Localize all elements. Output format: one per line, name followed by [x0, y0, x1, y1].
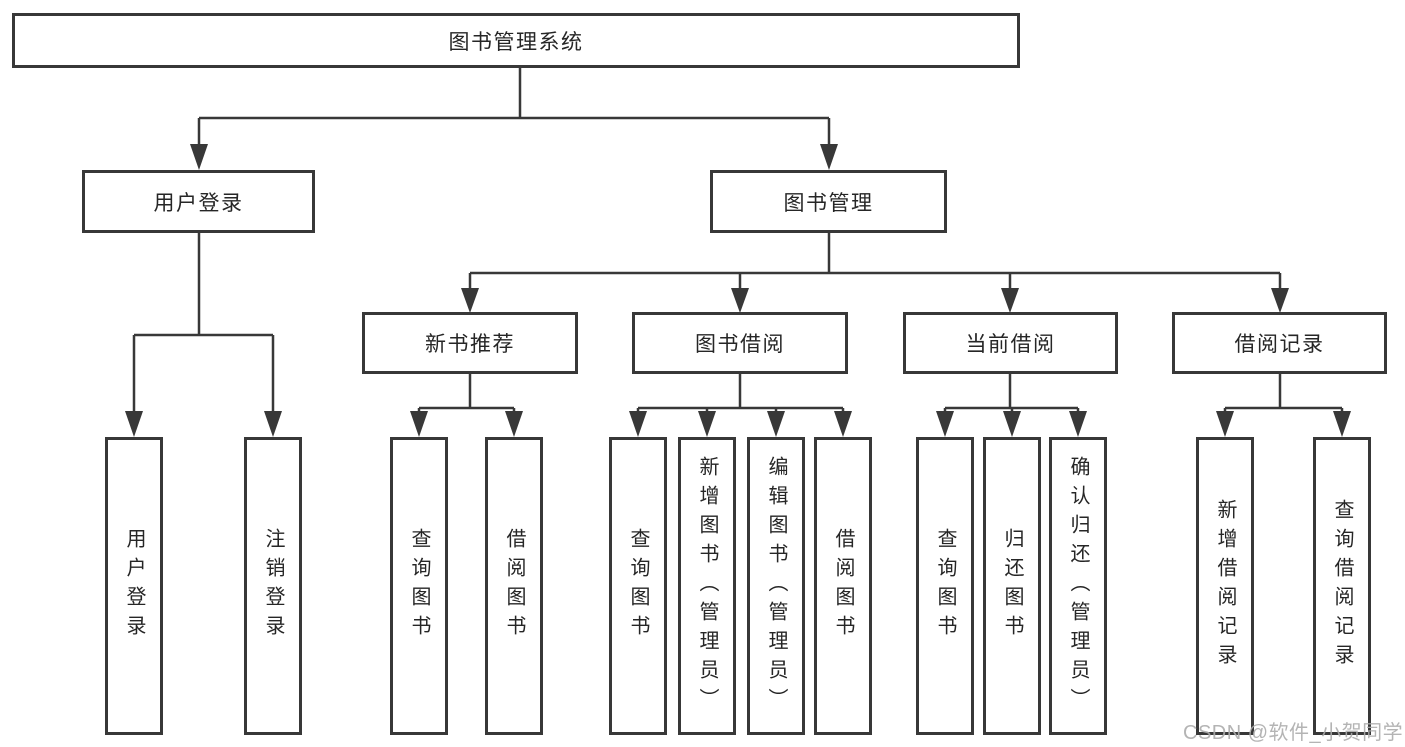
node-user-login-label: 用户登录: [153, 191, 244, 215]
connector-book-management-to-level3: [461, 233, 1289, 313]
arrowhead: [1001, 288, 1019, 313]
connector-book-borrow-to-leaves: [629, 374, 852, 437]
arrowhead: [1333, 411, 1351, 437]
arrowhead: [834, 411, 852, 437]
leaf-label: 查询图书: [934, 528, 956, 644]
arrowhead: [190, 144, 208, 170]
arrowhead: [264, 411, 282, 437]
leaf-label: 注销登录: [262, 528, 284, 644]
leaf-label: 查询借阅记录: [1331, 499, 1353, 673]
leaf-label: 查询图书: [408, 528, 430, 644]
node-borrow-record: 借阅记录: [1172, 312, 1387, 374]
leaf-label: 归还图书: [1001, 528, 1023, 644]
node-root: 图书管理系统: [12, 13, 1020, 68]
node-new-book-recommend: 新书推荐: [362, 312, 578, 374]
leaf-borrow-add-books-admin: 新增图书（管理员）: [678, 437, 736, 735]
leaf-label: 借阅图书: [503, 528, 525, 644]
leaf-record-query-borrow-record: 查询借阅记录: [1313, 437, 1371, 735]
node-user-login: 用户登录: [82, 170, 315, 233]
leaf-current-return-books: 归还图书: [983, 437, 1041, 735]
leaf-label: 用户登录: [123, 528, 145, 644]
arrowhead: [767, 411, 785, 437]
leaf-label: 确认归还（管理员）: [1067, 455, 1089, 717]
node-book-management-label: 图书管理: [783, 191, 874, 215]
node-book-borrow: 图书借阅: [632, 312, 848, 374]
leaf-borrow-borrow-books: 借阅图书: [814, 437, 872, 735]
node-new-book-recommend-label: 新书推荐: [425, 333, 515, 356]
node-current-borrow-label: 当前借阅: [965, 333, 1056, 356]
leaf-user-login: 用户登录: [105, 437, 163, 735]
arrowhead: [461, 288, 479, 313]
connector-current-borrow-to-leaves: [936, 374, 1087, 437]
leaf-label: 新增借阅记录: [1214, 499, 1236, 673]
arrowhead: [629, 411, 647, 437]
leaf-current-query-books: 查询图书: [916, 437, 974, 735]
leaf-record-add-borrow-record: 新增借阅记录: [1196, 437, 1254, 735]
arrowhead: [731, 288, 749, 313]
leaf-label: 新增图书（管理员）: [696, 455, 718, 717]
arrowhead: [505, 411, 523, 437]
leaf-label: 查询图书: [627, 528, 649, 644]
node-book-borrow-label: 图书借阅: [695, 333, 785, 356]
node-current-borrow: 当前借阅: [903, 312, 1118, 374]
leaf-borrow-edit-books-admin: 编辑图书（管理员）: [747, 437, 805, 735]
arrowhead: [125, 411, 143, 437]
connector-borrow-record-to-leaves: [1216, 374, 1351, 437]
arrowhead: [410, 411, 428, 437]
arrowhead: [936, 411, 954, 437]
connector-root-to-level2: [190, 68, 838, 170]
arrowhead: [1271, 288, 1289, 313]
node-root-label: 图书管理系统: [448, 30, 584, 54]
leaf-newbook-query-books: 查询图书: [390, 437, 448, 735]
arrowhead: [1216, 411, 1234, 437]
node-borrow-record-label: 借阅记录: [1234, 333, 1325, 356]
arrowhead: [1069, 411, 1087, 437]
leaf-label: 编辑图书（管理员）: [765, 455, 787, 717]
leaf-newbook-borrow-books: 借阅图书: [485, 437, 543, 735]
leaf-borrow-query-books: 查询图书: [609, 437, 667, 735]
connector-new-book-recommend-to-leaves: [410, 374, 523, 437]
node-book-management: 图书管理: [710, 170, 947, 233]
leaf-label: 借阅图书: [832, 528, 854, 644]
csdn-watermark: CSDN @软件_小贺同学: [1183, 722, 1404, 744]
arrowhead: [820, 144, 838, 170]
arrowhead: [1003, 411, 1021, 437]
leaf-logout: 注销登录: [244, 437, 302, 735]
connector-user-login-to-leaves: [125, 233, 282, 437]
leaf-current-confirm-return-admin: 确认归还（管理员）: [1049, 437, 1107, 735]
arrowhead: [698, 411, 716, 437]
